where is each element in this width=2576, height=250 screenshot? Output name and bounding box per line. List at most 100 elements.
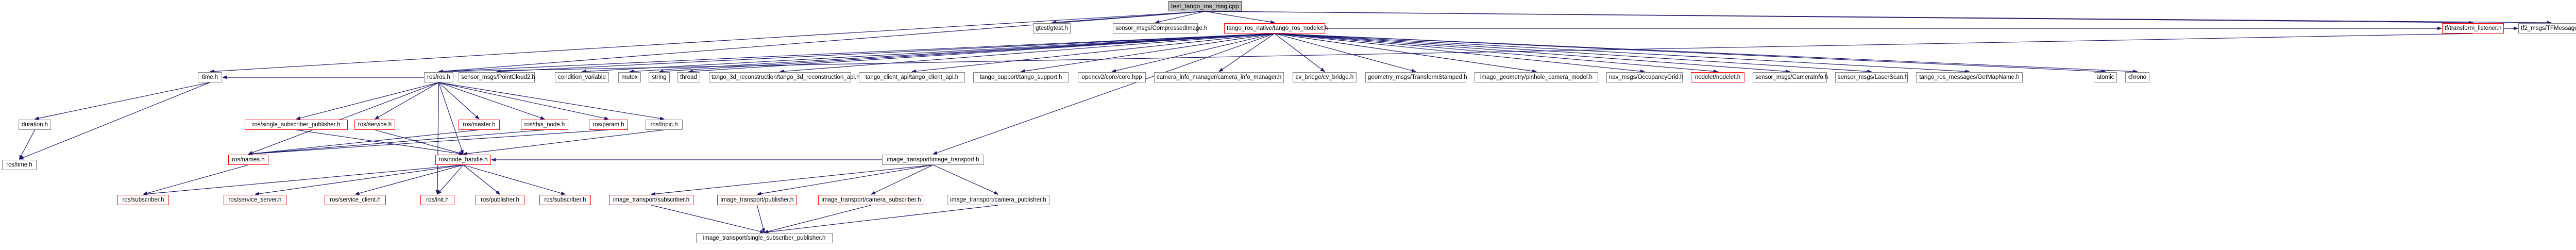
graph-edge [19, 129, 36, 160]
graph-node[interactable]: image_transport/camera_publisher.h [947, 195, 1049, 205]
graph-node-root[interactable]: test_tango_ros_msg.cpp [1168, 1, 1242, 11]
graph-node[interactable]: opencv2/core/core.hpp [1078, 72, 1146, 82]
graph-node[interactable]: mutex [618, 72, 641, 82]
graph-edge [438, 11, 1206, 73]
graph-node[interactable]: image_transport/single_subscriber_publis… [696, 233, 833, 243]
graph-node[interactable]: ros/time.h [2, 160, 37, 170]
graph-edge [143, 164, 464, 196]
graph-edge [209, 11, 1206, 74]
graph-edge [1111, 33, 1275, 73]
graph-edge [658, 33, 1275, 73]
graph-edge [933, 33, 1275, 155]
graph-node[interactable]: thread [677, 72, 700, 82]
graph-edge [255, 164, 464, 196]
graph-node[interactable]: tango_support/tango_support.h [973, 72, 1069, 82]
graph-edge [1274, 33, 1325, 72]
graph-node[interactable]: ros/init.h [420, 195, 454, 205]
graph-node[interactable]: ros/names.h [228, 155, 268, 165]
graph-edge [1274, 33, 2138, 74]
graph-edge [1274, 33, 1645, 73]
graph-node[interactable]: image_transport/camera_subscriber.h [818, 195, 924, 205]
graph-node[interactable]: cv_bridge/cv_bridge.h [1293, 72, 1357, 82]
graph-node[interactable]: duration.h [19, 120, 51, 130]
graph-node[interactable]: sensor_msgs/CompressedImage.h [1113, 23, 1207, 34]
graph-node[interactable]: ros/service_server.h [224, 195, 286, 205]
graph-edge [248, 129, 609, 156]
graph-edge [354, 164, 464, 195]
graph-node[interactable]: camera_info_manager/camera_info_manager.… [1154, 72, 1284, 82]
graph-edge [1020, 33, 1275, 73]
graph-node[interactable]: tf/transform_listener.h [2442, 23, 2504, 34]
graph-node[interactable]: image_transport/publisher.h [717, 195, 797, 205]
graph-edge [651, 205, 765, 234]
graph-edge [871, 164, 934, 195]
graph-node[interactable]: ros/node_handle.h [435, 155, 491, 165]
graph-edge [463, 129, 665, 156]
graph-edge [438, 82, 609, 120]
graph-edge [629, 33, 1275, 74]
graph-edge [1051, 11, 1206, 24]
graph-node[interactable]: gtest/gtest.h [1033, 23, 1071, 34]
graph-edge [296, 82, 439, 120]
graph-edge [438, 33, 2473, 74]
graph-edge [1274, 33, 1718, 73]
graph-edge [1205, 11, 1275, 24]
graph-edge [1274, 33, 1537, 73]
graph-node[interactable]: ros/param.h [589, 120, 628, 130]
graph-node[interactable]: sensor_msgs/PointCloud2.h [459, 72, 535, 82]
graph-edge [463, 164, 501, 195]
graph-node[interactable]: image_transport/image_transport.h [882, 155, 984, 165]
graph-node[interactable]: geometry_msgs/TransformStamped.h [1365, 72, 1467, 82]
graph-edge [435, 82, 439, 195]
graph-node[interactable]: tango_ros_native/tango_ros_nodelet.h [1224, 23, 1328, 34]
graph-node[interactable]: image_geometry/pinhole_camera_model.h [1475, 72, 1598, 82]
graph-node[interactable]: image_transport/subscriber.h [609, 195, 693, 205]
graph-edge [1274, 33, 2106, 74]
graph-edge [764, 205, 872, 234]
graph-node[interactable]: ros/service.h [354, 120, 395, 130]
graph-edge [764, 205, 998, 234]
graph-node[interactable]: chrono [2125, 72, 2149, 82]
graph-edge [1155, 11, 1206, 24]
graph-edge [1274, 33, 1416, 73]
graph-node[interactable]: atomic [2094, 72, 2117, 82]
graph-node[interactable]: nodelet/nodelet.h [1691, 72, 1744, 82]
graph-node[interactable]: ros/subscriber.h [117, 195, 169, 205]
graph-node[interactable]: sensor_msgs/LaserScan.h [1835, 72, 1908, 82]
graph-node[interactable]: tf2_msgs/TFMessage.h [2518, 23, 2576, 34]
graph-node[interactable]: ros/ros.h [424, 72, 453, 82]
graph-node[interactable]: tango_ros_messages/GetMapName.h [1916, 72, 2023, 82]
graph-node[interactable]: time.h [198, 72, 222, 82]
graph-node[interactable]: ros/topic.h [646, 120, 683, 130]
graph-edge [438, 82, 464, 155]
graph-edge [496, 33, 1275, 74]
graph-edge [1274, 33, 1970, 74]
graph-edge [1205, 11, 2552, 25]
graph-node[interactable]: tango_client_api/tango_client_api.h [859, 72, 965, 82]
graph-edge [1274, 33, 1872, 73]
graph-edge [1274, 33, 1790, 73]
graph-node[interactable]: ros/service_client.h [325, 195, 386, 205]
graph-edge [911, 33, 1275, 73]
graph-edge [756, 205, 765, 233]
graph-edge [248, 82, 439, 155]
graph-edge [688, 33, 1275, 73]
graph-edge [438, 82, 545, 120]
graph-node[interactable]: condition_variable [555, 72, 609, 82]
graph-node[interactable]: tango_3d_reconstruction/tango_3d_reconst… [709, 72, 860, 82]
graph-node[interactable]: string [649, 72, 670, 82]
graph-edge [438, 82, 480, 120]
graph-edge [248, 129, 480, 156]
graph-edge [779, 33, 1275, 73]
graph-node[interactable]: ros/subscriber.h [539, 195, 591, 205]
graph-node[interactable]: ros/single_subscriber_publisher.h [245, 120, 348, 130]
graph-node[interactable]: ros/master.h [459, 120, 500, 130]
graph-edge [463, 164, 566, 195]
graph-edge [581, 33, 1275, 74]
graph-node[interactable]: sensor_msgs/CameraInfo.h [1753, 72, 1828, 82]
graph-edge [651, 164, 934, 196]
graph-node[interactable]: ros/publisher.h [476, 195, 524, 205]
graph-node[interactable]: ros/this_node.h [521, 120, 568, 130]
graph-node[interactable]: nav_msgs/OccupancyGrid.h [1606, 72, 1683, 82]
